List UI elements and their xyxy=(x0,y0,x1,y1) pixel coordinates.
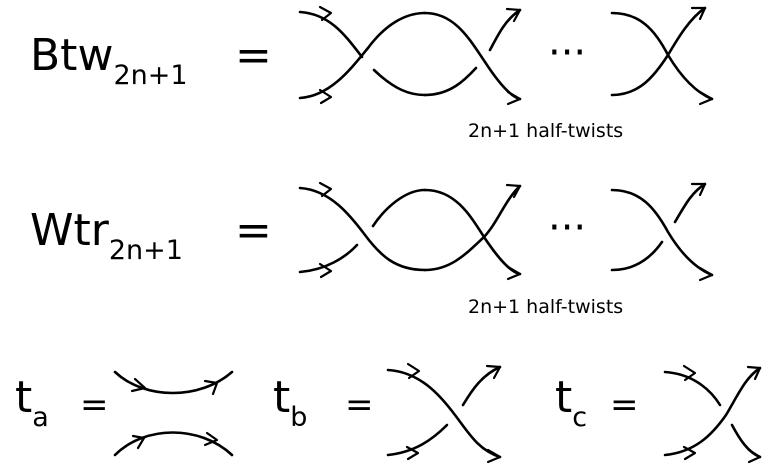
tc-strand-under-a xyxy=(663,370,722,407)
wtr-arrow-out-bottom xyxy=(506,265,522,281)
tb-strand-under-a xyxy=(386,423,449,457)
btw-strand-under-segment xyxy=(372,68,427,97)
wtr-arrow-bottom-in xyxy=(318,262,333,279)
tb-strand-over xyxy=(386,368,502,459)
tc-subscript: c xyxy=(572,402,588,433)
ta-arrow-3 xyxy=(131,434,146,450)
ta-subscript: a xyxy=(32,402,49,433)
tc-label: tc xyxy=(555,372,587,433)
ta-arrow-2 xyxy=(203,379,219,396)
btw-last-in-top xyxy=(610,11,670,57)
btw-arrow-bottom-in xyxy=(318,88,333,105)
tb-label: tb xyxy=(273,372,307,433)
wtr-equals: = xyxy=(235,205,272,256)
tb-arrow-2 xyxy=(405,445,420,461)
wtr-twist-1 xyxy=(298,181,427,279)
ta-arrow-1 xyxy=(130,377,147,393)
wtr-strand-over xyxy=(298,186,427,272)
btw-strand-2-under-a xyxy=(423,66,478,97)
btw-base: Btw xyxy=(30,30,114,81)
tb-tangle xyxy=(386,362,502,464)
btw-ellipsis: ··· xyxy=(548,30,587,76)
tc-strand-over xyxy=(663,366,762,457)
btw-arrow-out-top xyxy=(505,7,522,23)
tb-arrow-1 xyxy=(406,362,421,380)
wtr-strand-under-a xyxy=(298,243,359,274)
wtr-arrow-out-top xyxy=(505,183,522,199)
tb-arrow-4 xyxy=(486,448,502,464)
tc-base: t xyxy=(555,372,573,423)
btw-strand-in-top xyxy=(298,10,364,59)
btw-arrow-top-in xyxy=(318,5,333,22)
btw-twist-last xyxy=(610,6,714,106)
btw-last-out-bottom xyxy=(666,53,714,101)
wtr-twist-2 xyxy=(423,183,522,281)
wtr-label: Wtr2n+1 xyxy=(30,205,183,266)
tc-tangle xyxy=(663,364,762,464)
tc-arrow-4 xyxy=(747,448,762,464)
btw-label: Btw2n+1 xyxy=(30,30,188,91)
wtr-base: Wtr xyxy=(30,205,109,256)
btw-last-in-bottom xyxy=(610,6,707,97)
wtr-last-under-a xyxy=(610,240,664,272)
ta-bottom-arc xyxy=(113,431,234,457)
btw-arrow-out-bottom xyxy=(506,90,522,106)
btw-strand-2-over xyxy=(423,11,522,101)
btw-strand-in-bottom-over xyxy=(298,11,427,100)
btw-last-arrow-top xyxy=(690,6,707,21)
ta-top-arc xyxy=(113,370,234,395)
wtr-subscript: 2n+1 xyxy=(108,235,183,266)
tc-arrow-2 xyxy=(682,445,697,461)
wtr-arrow-top-in xyxy=(318,181,333,198)
wtr-ellipsis: ··· xyxy=(548,205,587,251)
btw-caption: 2n+1 half-twists xyxy=(468,120,624,142)
tc-equals: = xyxy=(610,385,639,425)
btw-twist-1 xyxy=(298,5,427,105)
btw-subscript: 2n+1 xyxy=(113,60,188,91)
tb-arrow-3 xyxy=(485,364,502,380)
wtr-last-under-b xyxy=(673,182,707,224)
ta-arrow-4 xyxy=(203,431,219,447)
btw-last-arrow-bottom xyxy=(698,90,714,106)
wtr-last-arrow-bottom xyxy=(698,266,714,282)
btw-strand-2-under-b xyxy=(488,8,522,52)
tb-base: t xyxy=(273,372,291,423)
ta-equals: = xyxy=(80,385,109,425)
tc-arrow-3 xyxy=(746,365,762,381)
btw-equals: = xyxy=(235,30,272,81)
wtr-caption: 2n+1 half-twists xyxy=(468,296,624,318)
wtr-last-arrow-top xyxy=(690,182,707,197)
ta-tangle xyxy=(113,370,234,457)
wtr-twist-last xyxy=(610,182,714,282)
tb-subscript: b xyxy=(290,402,308,433)
wtr-last-a xyxy=(610,188,714,277)
ta-base: t xyxy=(15,372,33,423)
tc-strand-under-b xyxy=(730,423,762,459)
tb-strand-under-b xyxy=(461,365,502,407)
ta-label: ta xyxy=(15,372,49,433)
tc-arrow-1 xyxy=(682,364,697,382)
tb-equals: = xyxy=(345,385,374,425)
wtr-strand-2-b xyxy=(423,184,522,272)
wtr-strand-under-b xyxy=(371,188,427,228)
btw-twist-2 xyxy=(423,7,522,106)
